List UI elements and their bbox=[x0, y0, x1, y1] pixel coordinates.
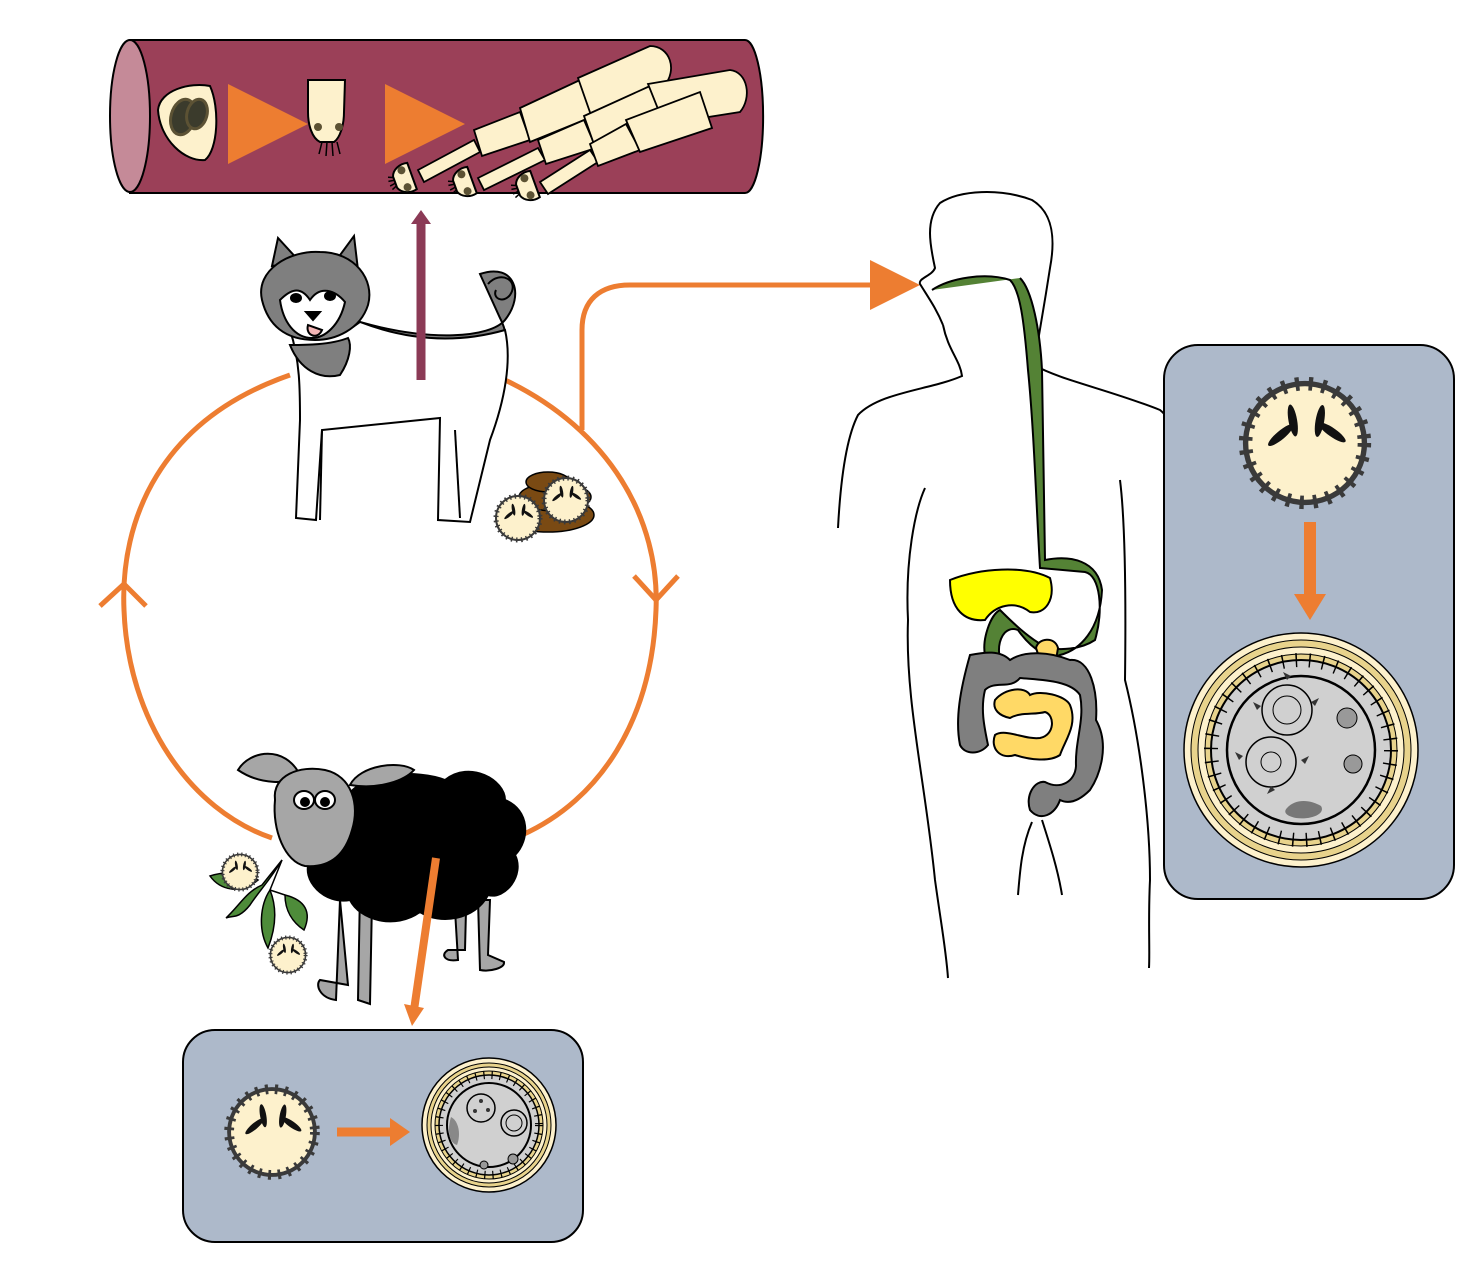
small-intestine bbox=[992, 688, 1074, 761]
cycle-chevron-right bbox=[632, 574, 680, 604]
egg-icon bbox=[544, 478, 588, 522]
sheep-icon bbox=[236, 752, 527, 1006]
sheep-down-arrowhead bbox=[404, 1004, 424, 1026]
large-intestine bbox=[957, 651, 1104, 818]
to-human-arrow bbox=[579, 260, 920, 430]
hydatid-cyst-icon bbox=[421, 1057, 557, 1193]
tapeworm-icon bbox=[383, 45, 748, 207]
human-inset-panel bbox=[1163, 344, 1455, 900]
egg-icon bbox=[270, 937, 305, 972]
egg-icon bbox=[496, 496, 540, 540]
egg-icon bbox=[222, 854, 257, 889]
lifecycle-circle bbox=[98, 260, 920, 841]
sheep-inset-panel bbox=[182, 1029, 584, 1243]
esophagus bbox=[931, 275, 1104, 662]
dog-up-arrowhead bbox=[411, 210, 431, 224]
evaginated-scolex-icon bbox=[307, 79, 347, 157]
protoscolex-icon bbox=[156, 84, 218, 162]
egg-icon bbox=[1246, 384, 1365, 503]
digestive-tract bbox=[931, 275, 1104, 818]
liver bbox=[948, 568, 1053, 622]
sheep-down-arrow bbox=[410, 857, 440, 1011]
egg-icon bbox=[229, 1089, 315, 1175]
dog-icon bbox=[260, 233, 517, 524]
human-silhouette-icon bbox=[837, 191, 1195, 979]
hydatid-cyst-icon bbox=[1183, 632, 1419, 868]
cycle-chevron-left bbox=[98, 580, 148, 608]
